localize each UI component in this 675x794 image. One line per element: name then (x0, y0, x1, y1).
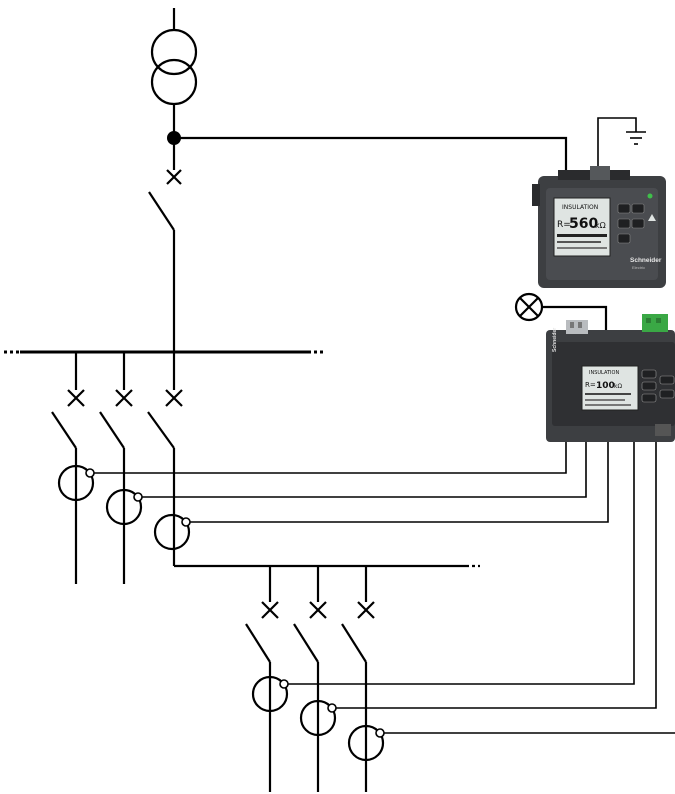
current-transformer-icon (57, 464, 95, 502)
imd-status-led (647, 193, 653, 199)
feeder-5 (293, 566, 337, 792)
imd-key-2[interactable] (631, 203, 645, 214)
ifl-key-4[interactable] (659, 375, 675, 385)
indicator-lamp-icon (514, 292, 544, 322)
imd-unit: kΩ (595, 221, 606, 230)
current-transformer-icon (105, 488, 143, 526)
ground-connection (597, 117, 646, 178)
feeder-4 (245, 566, 289, 792)
feeder-6 (341, 566, 385, 792)
monitor-connection-line (174, 136, 568, 188)
imd-key-1[interactable] (617, 203, 631, 214)
lamp-wire (542, 305, 608, 330)
circuit-breaker-icon (165, 389, 183, 407)
circuit-breaker-icon (309, 601, 327, 619)
ifl-unit: kΩ (614, 383, 622, 390)
feeder-2 (99, 352, 143, 584)
current-transformer-icon (299, 699, 337, 737)
ifl-key-5[interactable] (659, 389, 675, 399)
circuit-breaker-icon (67, 389, 85, 407)
feeder-1 (51, 352, 95, 584)
ifl-key-3[interactable] (641, 393, 657, 403)
circuit-breaker-icon (166, 169, 182, 185)
imd-brand: Schneider (630, 257, 662, 264)
insulation-monitor-device: INSULATION R= 560 kΩ Schneider Electric (532, 166, 666, 288)
imd-value: 560 (569, 216, 598, 232)
imd-alarm-icon (648, 214, 656, 221)
circuit-breaker-icon (115, 389, 133, 407)
ifl-value-prefix: R= (585, 381, 596, 389)
ifl-key-2[interactable] (641, 381, 657, 391)
ifl-value: 100 (596, 381, 615, 391)
imd-brand-sub: Electric (632, 265, 645, 270)
ifl-screen-title: INSULATION (589, 370, 619, 376)
imd-key-4[interactable] (631, 218, 645, 229)
circuit-breaker-icon (357, 601, 375, 619)
ifl-key-1[interactable] (641, 369, 657, 379)
ground-icon (626, 131, 646, 145)
main-breaker (148, 138, 182, 352)
transformer-symbol (150, 8, 198, 138)
current-transformer-icon (153, 513, 191, 551)
imd-lcd-screen (553, 197, 611, 257)
fault-locator-device: INSULATION R= 100 kΩ Schneider (546, 314, 675, 442)
feeder-3 (147, 352, 191, 566)
circuit-breaker-icon (261, 601, 279, 619)
ifl-brand: Schneider (552, 328, 558, 352)
ct-wiring (94, 440, 675, 734)
terminal-block-green (642, 314, 668, 332)
ifl-lcd-screen (581, 365, 639, 411)
imd-value-prefix: R= (557, 220, 571, 230)
imd-screen-title: INSULATION (562, 204, 598, 211)
imd-key-5[interactable] (617, 233, 631, 244)
imd-key-3[interactable] (617, 218, 631, 229)
